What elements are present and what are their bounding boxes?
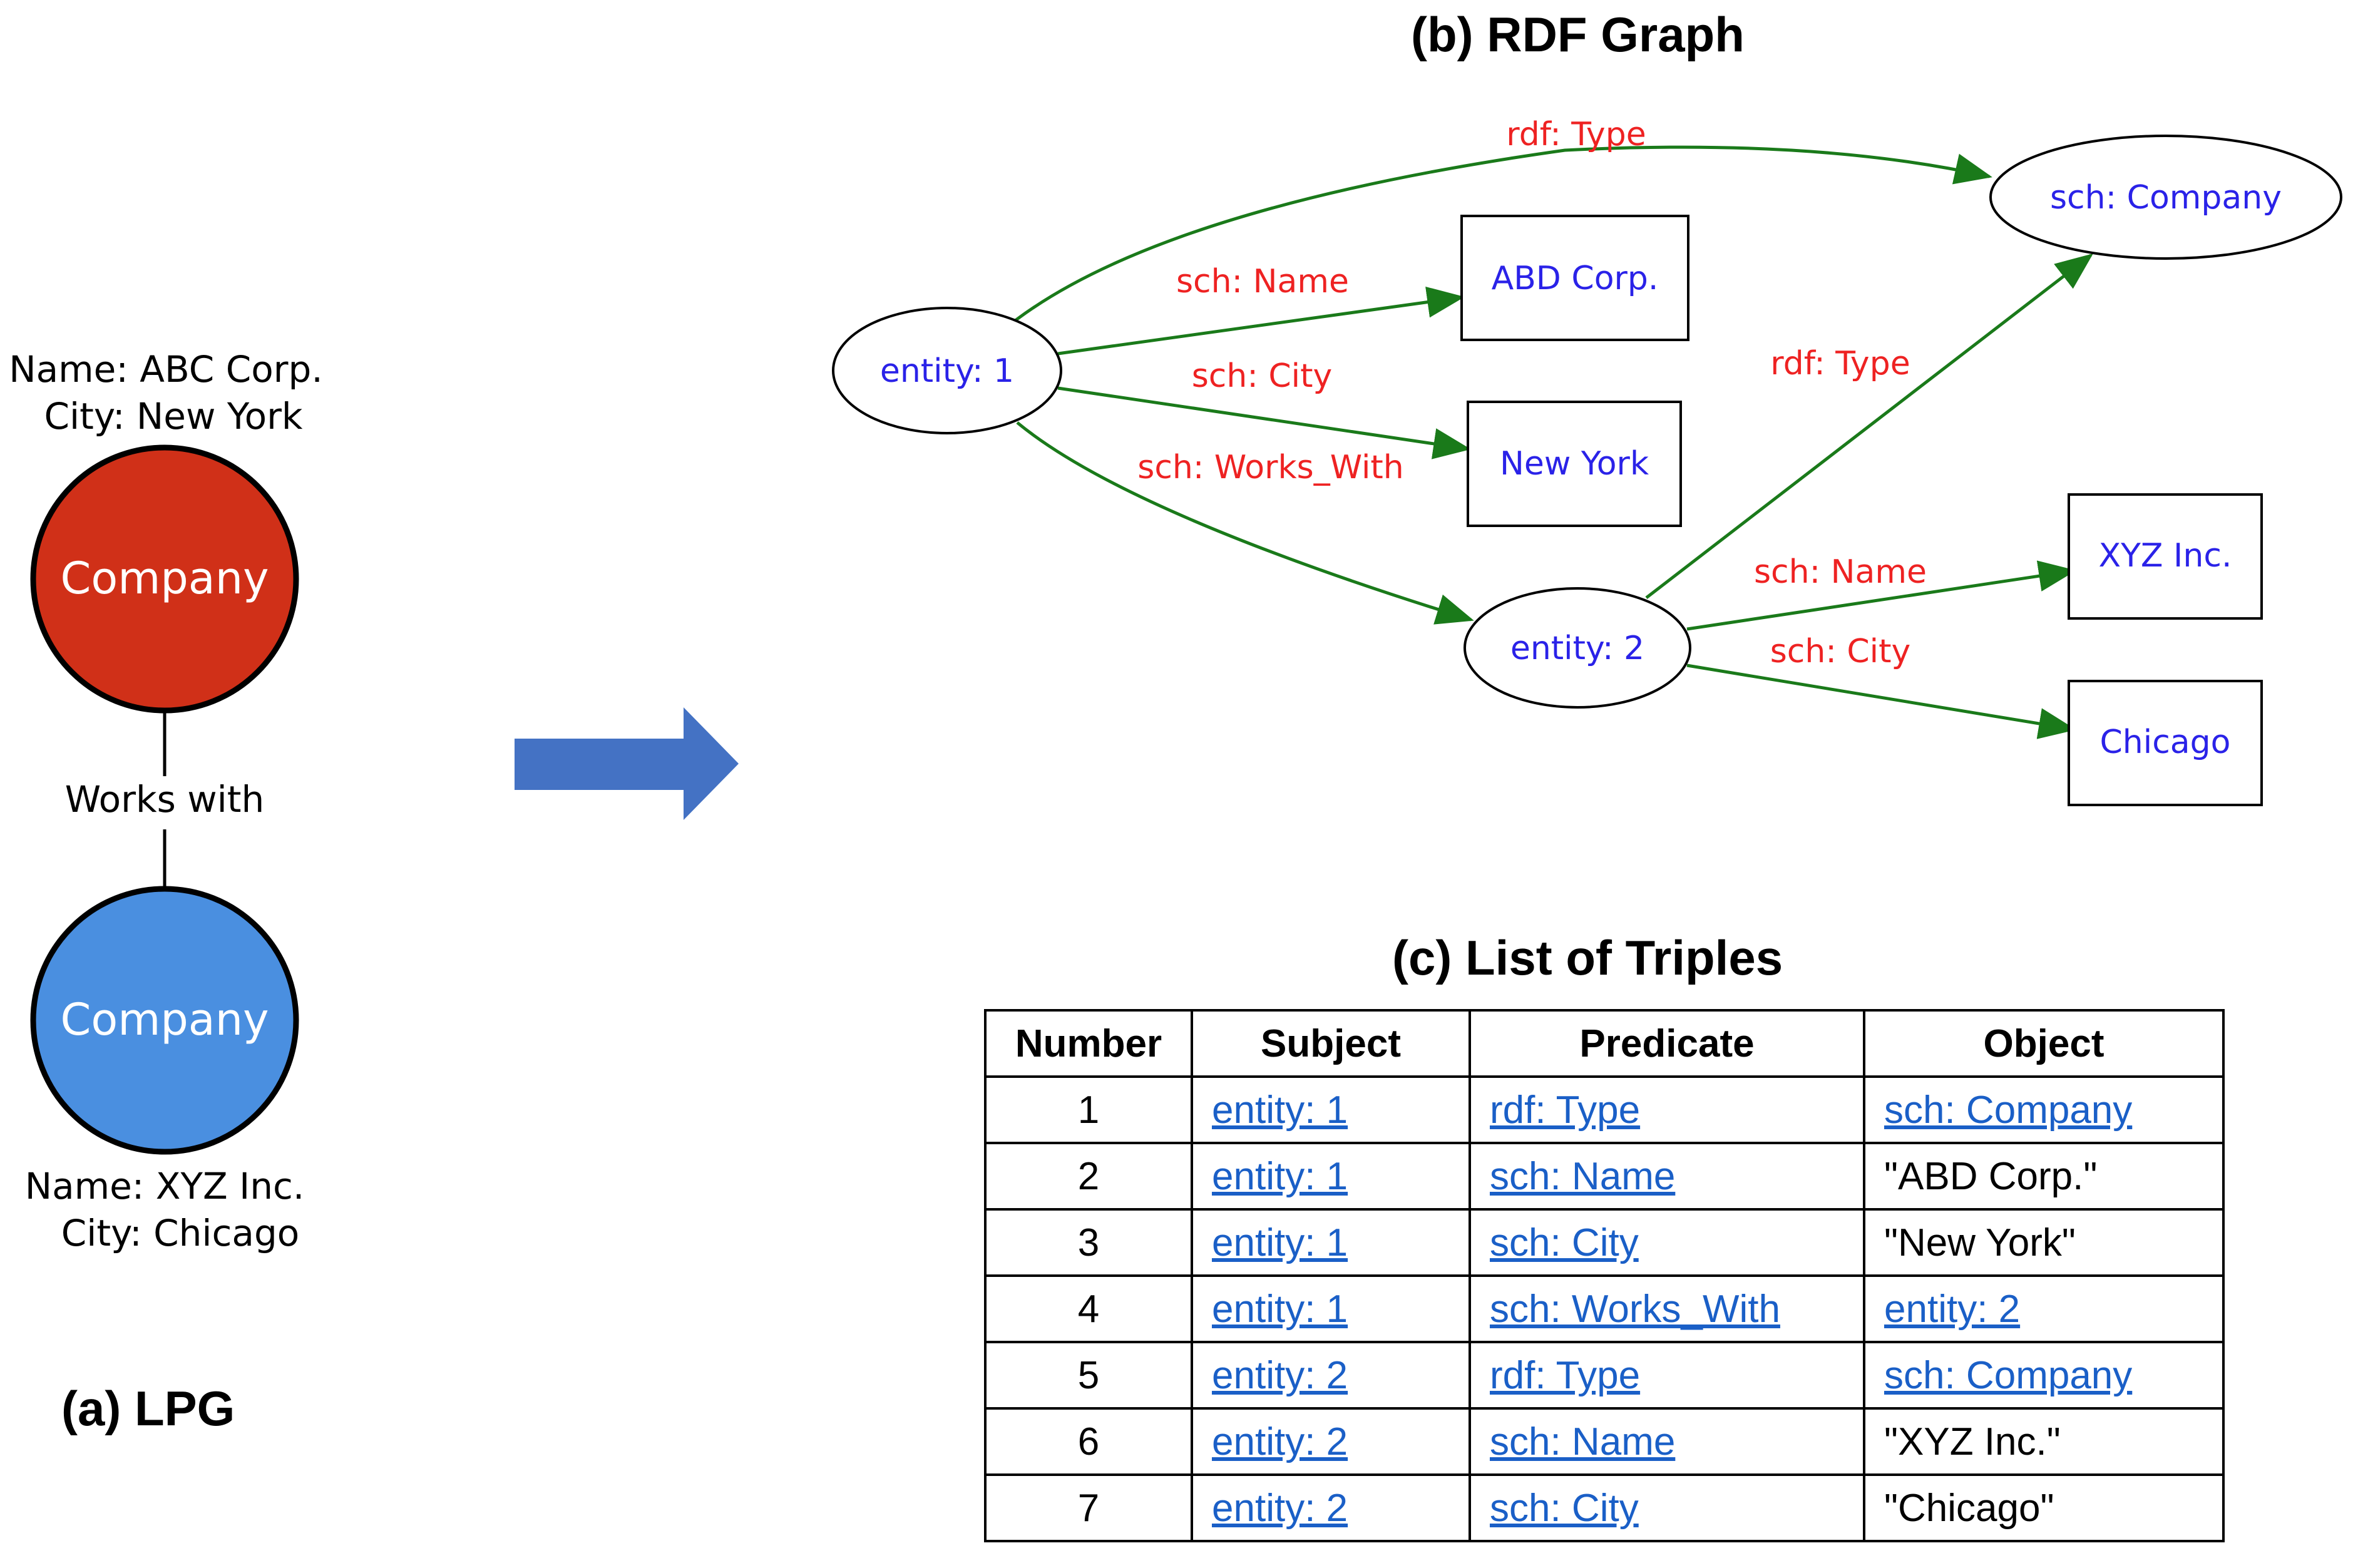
rdf-node-abd-corp xyxy=(1460,215,1689,341)
subject-link[interactable]: entity: 1 xyxy=(1212,1221,1348,1264)
rdf-edge-entity1-type xyxy=(1012,145,1992,324)
rdf-node-chicago-label: Chicago xyxy=(2100,724,2231,761)
lpg-top-node xyxy=(30,444,299,714)
predicate-link[interactable]: sch: City xyxy=(1490,1221,1639,1264)
table-row: 1 entity: 1 rdf: Type sch: Company xyxy=(984,1075,2225,1144)
rdf-edge-label-entity2-type: rdf: Type xyxy=(1770,345,1910,382)
transform-arrow-icon xyxy=(515,707,739,820)
predicate-link[interactable]: rdf: Type xyxy=(1490,1353,1641,1397)
rdf-edge-label-entity1-name: sch: Name xyxy=(1176,263,1349,300)
lpg-bottom-node-city: City: Chicago xyxy=(61,1212,300,1254)
predicate-link[interactable]: sch: Name xyxy=(1490,1154,1676,1198)
subject-link[interactable]: entity: 1 xyxy=(1212,1287,1348,1331)
subject-link[interactable]: entity: 2 xyxy=(1212,1420,1348,1463)
rdf-node-entity-1 xyxy=(832,307,1062,434)
rdf-node-entity-2-label: entity: 2 xyxy=(1510,630,1644,667)
lpg-bottom-node-name: Name: XYZ Inc. xyxy=(25,1165,305,1207)
cell-number: 5 xyxy=(984,1341,1193,1410)
subject-link[interactable]: entity: 2 xyxy=(1212,1486,1348,1530)
rdf-node-new-york xyxy=(1467,401,1682,527)
lpg-title: (a) LPG xyxy=(61,1381,235,1436)
rdf-edge-label-entity1-type: rdf: Type xyxy=(1506,116,1646,153)
rdf-node-abd-corp-label: ABD Corp. xyxy=(1492,260,1659,297)
object-literal: "New York" xyxy=(1863,1208,2225,1277)
lpg-top-node-name: Name: ABC Corp. xyxy=(9,348,323,391)
rdf-node-xyz-inc xyxy=(2068,493,2263,620)
rdf-edge-labels: rdf: Type sch: Name sch: City sch: Works… xyxy=(1137,116,1927,670)
triples-title: (c) List of Triples xyxy=(1392,930,1783,985)
rdf-edge-label-entity1-city: sch: City xyxy=(1192,357,1333,395)
lpg-top-node-label: Company xyxy=(60,553,269,604)
lpg-bottom-node-label: Company xyxy=(60,994,269,1045)
rdf-edge-entity1-city xyxy=(1057,386,1471,459)
cell-number: 4 xyxy=(984,1274,1193,1343)
rdf-edge-label-entity2-city: sch: City xyxy=(1770,633,1911,670)
table-row: 5 entity: 2 rdf: Type sch: Company xyxy=(984,1341,2225,1410)
object-link[interactable]: sch: Company xyxy=(1884,1353,2133,1397)
object-link[interactable]: sch: Company xyxy=(1884,1088,2133,1132)
rdf-node-entity-1-label: entity: 1 xyxy=(880,352,1014,390)
table-row: 3 entity: 1 sch: City "New York" xyxy=(984,1208,2225,1277)
triples-header-row: Number Subject Predicate Object xyxy=(984,1009,2225,1078)
triples-table: Number Subject Predicate Object 1 entity… xyxy=(984,1009,2225,1542)
subject-link[interactable]: entity: 1 xyxy=(1212,1088,1348,1132)
predicate-link[interactable]: rdf: Type xyxy=(1490,1088,1641,1132)
subject-link[interactable]: entity: 2 xyxy=(1212,1353,1348,1397)
header-number: Number xyxy=(984,1009,1193,1078)
object-literal: "ABD Corp." xyxy=(1863,1142,2225,1211)
header-object: Object xyxy=(1863,1009,2225,1078)
lpg-top-node-city: City: New York xyxy=(44,395,302,438)
cell-number: 3 xyxy=(984,1208,1193,1277)
table-row: 6 entity: 2 sch: Name "XYZ Inc." xyxy=(984,1407,2225,1476)
rdf-node-chicago xyxy=(2068,680,2263,806)
rdf-node-xyz-inc-label: XYZ Inc. xyxy=(2099,537,2232,575)
cell-number: 6 xyxy=(984,1407,1193,1476)
rdf-edges xyxy=(1012,145,2093,739)
rdf-graph-title: (b) RDF Graph xyxy=(1411,7,1745,62)
table-row: 7 entity: 2 sch: City "Chicago" xyxy=(984,1473,2225,1542)
rdf-edge-entity2-name xyxy=(1686,560,2076,631)
rdf-node-new-york-label: New York xyxy=(1500,445,1649,483)
cell-number: 1 xyxy=(984,1075,1193,1144)
lpg-diagram: Name: ABC Corp. City: New York Company W… xyxy=(9,348,323,1254)
object-link[interactable]: entity: 2 xyxy=(1884,1287,2021,1331)
table-row: 2 entity: 1 sch: Name "ABD Corp." xyxy=(984,1142,2225,1211)
object-literal: "Chicago" xyxy=(1863,1473,2225,1542)
rdf-node-sch-company xyxy=(1989,135,2342,260)
rdf-node-entity-2 xyxy=(1464,587,1691,709)
rdf-edge-label-entity1-works-with: sch: Works_With xyxy=(1137,449,1404,486)
rdf-edge-entity1-works-with xyxy=(1016,421,1474,625)
table-row: 4 entity: 1 sch: Works_With entity: 2 xyxy=(984,1274,2225,1343)
predicate-link[interactable]: sch: Name xyxy=(1490,1420,1676,1463)
rdf-edge-entity2-city xyxy=(1686,664,2076,739)
object-literal: "XYZ Inc." xyxy=(1863,1407,2225,1476)
header-subject: Subject xyxy=(1191,1009,1471,1078)
subject-link[interactable]: entity: 1 xyxy=(1212,1154,1348,1198)
rdf-nodes xyxy=(832,135,2342,806)
cell-number: 2 xyxy=(984,1142,1193,1211)
rdf-edge-label-entity2-name: sch: Name xyxy=(1754,553,1927,591)
cell-number: 7 xyxy=(984,1473,1193,1542)
rdf-node-labels: entity: 1 entity: 2 sch: Company ABD Cor… xyxy=(880,179,2282,761)
lpg-edge-label: Works with xyxy=(65,778,265,821)
predicate-link[interactable]: sch: Works_With xyxy=(1490,1287,1780,1331)
rdf-edge-entity2-type xyxy=(1645,253,2093,599)
header-predicate: Predicate xyxy=(1469,1009,1865,1078)
predicate-link[interactable]: sch: City xyxy=(1490,1486,1639,1530)
lpg-bottom-node xyxy=(30,886,299,1155)
rdf-node-sch-company-label: sch: Company xyxy=(2050,179,2282,217)
rdf-edge-entity1-name xyxy=(1057,286,1465,356)
